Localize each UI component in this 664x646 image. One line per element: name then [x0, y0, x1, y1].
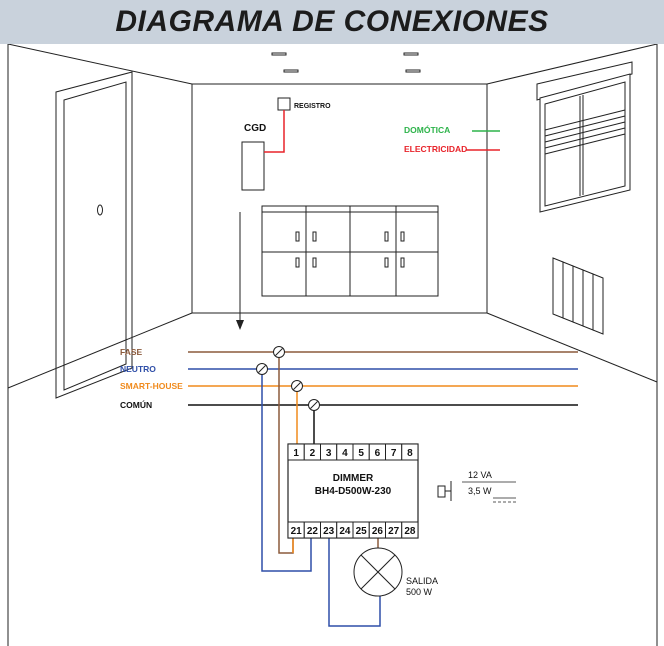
legend-domotica: DOMÓTICA — [404, 124, 450, 135]
terminal-pin: 28 — [401, 521, 419, 539]
terminal-connectors — [256, 346, 320, 411]
terminal-pin: 5 — [352, 443, 370, 461]
terminal-pin: 27 — [385, 521, 403, 539]
terminal-pin-label: 6 — [375, 448, 381, 459]
module-model: BH4-D500W-230 — [315, 486, 392, 497]
lamp-icon — [353, 547, 403, 597]
electrical-panels: REGISTRO CGD — [241, 97, 331, 191]
terminal-pin: 3 — [320, 443, 338, 461]
door — [55, 71, 133, 399]
window — [536, 61, 633, 213]
ceiling-light — [403, 52, 419, 56]
terminal-pin-label: 3 — [326, 448, 332, 459]
terminal-pin-label: 4 — [342, 448, 348, 459]
terminal-pin: 21 — [287, 521, 305, 539]
electric-wire — [264, 110, 285, 153]
registro-label: REGISTRO — [294, 103, 331, 110]
terminal-pin-label: 25 — [356, 526, 368, 537]
ceiling-lights — [271, 52, 421, 73]
terminal-pin: 22 — [303, 521, 321, 539]
load-label: SALIDA — [406, 576, 438, 586]
title-bar: DIAGRAMA DE CONEXIONES — [0, 0, 664, 44]
terminal-pin: 7 — [385, 443, 403, 461]
power-va: 12 VA — [468, 470, 492, 480]
terminal-pin: 8 — [401, 443, 419, 461]
module-name: DIMMER — [333, 473, 374, 484]
ceiling-light — [405, 69, 421, 73]
bus-lines: FASE NEUTRO SMART-HOUSE COMÚN — [120, 347, 578, 410]
legend-electricidad: ELECTRICIDAD — [404, 144, 467, 154]
load-power: 500 W — [406, 587, 433, 597]
fase-label: FASE — [120, 347, 143, 357]
neutro-label: NEUTRO — [120, 364, 156, 374]
power-w: 3,5 W — [468, 486, 492, 496]
smart-house-label: SMART-HOUSE — [120, 381, 183, 391]
room-drawing — [7, 44, 658, 646]
registro-box — [277, 97, 291, 111]
down-arrow-icon — [236, 212, 244, 330]
relay-icon — [437, 481, 452, 501]
connector-fase — [273, 346, 285, 358]
ceiling-left-edge — [7, 44, 193, 85]
terminal-pin: 23 — [320, 521, 338, 539]
terminal-pin-label: 1 — [293, 448, 299, 459]
terminal-pin-label: 2 — [310, 448, 316, 459]
terminal-pin-label: 21 — [291, 526, 303, 537]
comun-label: COMÚN — [120, 399, 152, 410]
floor-right-edge — [486, 312, 658, 383]
ceiling-light — [283, 69, 299, 73]
connector-neutro — [256, 363, 268, 375]
door-handle — [97, 204, 103, 216]
terminal-pin-label: 28 — [404, 526, 416, 537]
connector-comun — [308, 399, 320, 411]
terminal-pin-label: 26 — [372, 526, 384, 537]
terminal-pin: 25 — [352, 521, 370, 539]
connection-diagram: REGISTRO CGD DOMÓTICA ELECTRICIDAD — [7, 44, 658, 646]
power-spec: 12 VA 3,5 W — [437, 470, 516, 503]
terminal-pin: 1 — [287, 443, 305, 461]
legend: DOMÓTICA ELECTRICIDAD — [404, 124, 500, 154]
terminal-pin-label: 27 — [388, 526, 400, 537]
terminal-pin: 26 — [368, 521, 386, 539]
cgd-panel — [241, 141, 265, 191]
neutro-wire — [261, 369, 312, 572]
terminal-pin-label: 24 — [339, 526, 351, 537]
floor-left-edge — [7, 312, 193, 389]
terminal-pin: 4 — [336, 443, 354, 461]
radiator — [552, 257, 604, 335]
terminal-pin-label: 5 — [358, 448, 364, 459]
terminal-pin-label: 7 — [391, 448, 397, 459]
ceiling-right-edge — [486, 44, 658, 85]
kitchen-cabinets — [261, 205, 439, 297]
connector-smart — [291, 380, 303, 392]
connection-wires — [261, 352, 381, 627]
back-wall — [191, 83, 488, 314]
terminal-pin: 2 — [303, 443, 321, 461]
output-wire — [328, 538, 381, 627]
terminal-pin-label: 8 — [407, 448, 413, 459]
terminal-pin-label: 23 — [323, 526, 335, 537]
cgd-label: CGD — [244, 123, 266, 134]
terminal-pin: 6 — [368, 443, 386, 461]
terminal-pin-label: 22 — [307, 526, 319, 537]
terminal-pin: 24 — [336, 521, 354, 539]
ceiling-light — [271, 52, 287, 56]
diagram-title: DIAGRAMA DE CONEXIONES — [115, 5, 549, 38]
